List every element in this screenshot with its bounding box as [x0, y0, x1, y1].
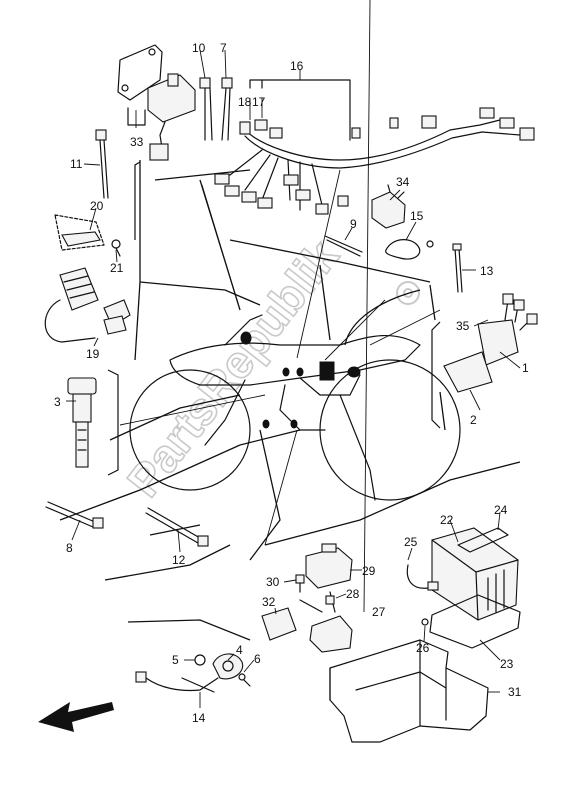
label-18: 18 [238, 95, 252, 109]
wire-harness-16 [214, 79, 535, 215]
label-8: 8 [66, 541, 73, 555]
watermark: PartsRepublik [117, 230, 349, 506]
sensor-lead-14 [135, 671, 219, 693]
label-31: 31 [508, 685, 522, 699]
leader-arrows [119, 169, 441, 546]
connector-7 [221, 77, 233, 141]
relay-34 [371, 184, 406, 229]
sensor-4 [212, 653, 244, 680]
bolt-6 [238, 673, 251, 687]
label-19: 19 [86, 347, 100, 361]
bolt-30 [295, 574, 305, 593]
label-29: 29 [362, 564, 376, 578]
bolt-21 [111, 239, 121, 257]
label-24: 24 [494, 503, 508, 517]
label-26: 26 [416, 641, 430, 655]
cable-tie-9 [324, 235, 363, 257]
label-12: 12 [172, 553, 186, 567]
connector-10 [199, 77, 213, 141]
direction-arrow-icon [38, 702, 114, 732]
label-14: 14 [192, 711, 206, 725]
label-1: 1 [522, 361, 529, 375]
cover-1 [477, 319, 519, 366]
label-20: 20 [90, 199, 104, 213]
label-6: 6 [254, 652, 261, 666]
label-32: 32 [262, 595, 276, 609]
label-30: 30 [266, 575, 280, 589]
motorcycle-frame-outline [129, 314, 461, 501]
label-9: 9 [350, 217, 357, 231]
label-2: 2 [470, 413, 477, 427]
label-21: 21 [110, 261, 124, 275]
label-15: 15 [410, 209, 424, 223]
label-5: 5 [172, 653, 179, 667]
label-4: 4 [236, 643, 243, 657]
battery-box-31 [329, 639, 489, 743]
label-27: 27 [372, 605, 386, 619]
cable-tie-13 [452, 243, 463, 293]
label-7: 7 [220, 41, 227, 55]
bolt-26 [421, 618, 429, 626]
label-28: 28 [346, 587, 360, 601]
cable-tie-11 [95, 129, 109, 199]
label-11: 11 [70, 157, 83, 171]
label-leaders [66, 0, 521, 708]
battery-band-24 [457, 527, 509, 553]
connectors-35 [502, 293, 538, 331]
cable-tie-12 [145, 507, 209, 547]
label-10: 10 [192, 41, 206, 55]
label-23: 23 [500, 657, 514, 671]
bracket-cover [431, 321, 441, 429]
label-16: 16 [290, 59, 304, 73]
label-22: 22 [440, 513, 454, 527]
cable-tie-8 [45, 501, 104, 529]
watermark-gear-icon [396, 281, 420, 305]
bracket-coil [107, 369, 119, 476]
label-34: 34 [396, 175, 410, 189]
regulator-19 [44, 267, 131, 343]
part-number-labels: 1 2 3 4 5 6 7 8 9 10 11 12 13 14 15 16 1… [54, 41, 529, 725]
battery-tray-23 [429, 594, 521, 649]
label-33: 33 [130, 135, 144, 149]
sensor-lead-15 [385, 239, 434, 260]
label-17: 17 [252, 95, 266, 109]
lead-25 [406, 564, 439, 591]
o-ring-5 [194, 654, 206, 666]
ignition-coil-3 [67, 377, 97, 468]
cover-2 [443, 351, 493, 393]
label-35: 35 [456, 319, 470, 333]
label-13: 13 [480, 264, 494, 278]
bracket-left-top [134, 161, 141, 240]
label-3: 3 [54, 395, 61, 409]
label-25: 25 [404, 535, 418, 549]
bracket-20 [54, 214, 105, 251]
relay-32 [261, 607, 297, 641]
relay-assembly-33 [117, 44, 196, 161]
starter-relay-27 [299, 591, 353, 653]
relay-29 [305, 543, 353, 589]
